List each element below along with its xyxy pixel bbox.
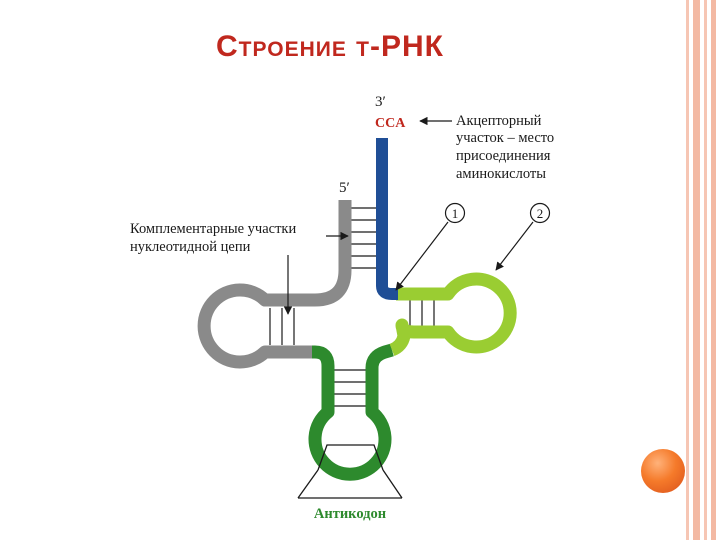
anticodon-bracket <box>317 444 384 471</box>
marker-1-label: 1 <box>452 206 459 221</box>
slide-title: Строение т-РНК <box>216 30 444 63</box>
decor-stripe <box>686 0 689 540</box>
marker-2-circle <box>529 202 551 224</box>
anticodon-bracket-edge <box>297 469 319 499</box>
marker-1-arrow <box>395 221 449 291</box>
cca-label: CCA <box>375 116 406 131</box>
decorative-circle <box>641 449 685 493</box>
decor-stripe <box>704 0 707 540</box>
three-prime-label: 3′ <box>375 94 386 110</box>
base-pairs <box>269 207 435 407</box>
acceptor-stem-strand <box>376 138 398 300</box>
marker-1-circle <box>444 202 466 224</box>
anticodon-arm-strand <box>308 343 394 481</box>
complementary-regions-label: Комплементарные участки нуклеотидной цеп… <box>130 221 300 255</box>
left-arm-strand <box>197 200 352 369</box>
right-arm-strand <box>389 272 517 357</box>
anticodon-label: Антикодон <box>314 506 386 522</box>
marker-2-label: 2 <box>537 206 544 221</box>
acceptor-site-label: Акцепторный участок – место присоединени… <box>456 113 558 182</box>
marker-2-arrow <box>495 221 534 271</box>
five-prime-label: 5′ <box>339 180 350 196</box>
decor-stripe <box>711 0 716 540</box>
decor-stripe <box>693 0 700 540</box>
anticodon-bracket-edge <box>382 469 403 499</box>
